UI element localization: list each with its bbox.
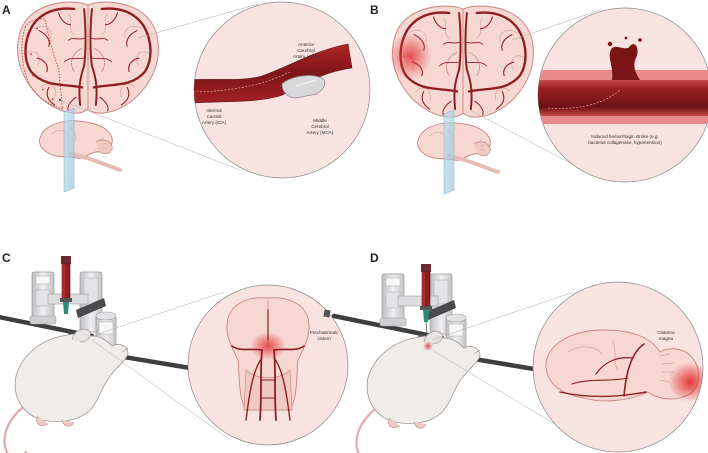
sagittal-brain-zoom-d — [545, 329, 703, 402]
svg-text:Induced hemorrhagic stroke (e.: Induced hemorrhagic stroke (e.g. — [591, 134, 658, 139]
vessel-occlusion-illustration — [194, 43, 353, 105]
zoom-line-bottom-a — [59, 99, 241, 171]
svg-text:Artery (ICA): Artery (ICA) — [202, 120, 227, 125]
panel-c: C Prechiasmatic cistern — [0, 251, 349, 453]
svg-text:Prechiasmatic: Prechiasmatic — [310, 330, 340, 335]
coronal-brain-a — [16, 0, 160, 115]
svg-text:Middle: Middle — [313, 118, 327, 123]
svg-text:Cisterna: Cisterna — [657, 330, 675, 335]
panel-d: D Cisterna magna — [324, 251, 704, 453]
sagittal-brain-a — [37, 107, 122, 193]
panel-a: A Anterior Cerebral — [2, 0, 371, 193]
label-prechiasmatic-cistern: Prechiasmatic cistern — [310, 330, 340, 341]
label-ica: Internal Carotid Artery (ICA) — [202, 108, 227, 125]
svg-text:cistern: cistern — [317, 336, 331, 341]
caption-b: Induced hemorrhagic stroke (e.g. bacteri… — [588, 134, 662, 145]
rat-c — [3, 328, 130, 453]
panel-letter-b: B — [370, 3, 379, 17]
coronal-brain-b — [388, 4, 535, 119]
hemorrhage-glow-b — [388, 32, 432, 80]
panel-letter-d: D — [370, 251, 379, 265]
panel-letter-c: C — [2, 251, 11, 265]
svg-text:Artery (MCA): Artery (MCA) — [307, 130, 334, 135]
svg-text:magna: magna — [659, 336, 673, 341]
panel-letter-a: A — [2, 3, 11, 17]
svg-text:Carotid: Carotid — [207, 114, 222, 119]
label-mca: Middle Cerebral Artery (MCA) — [307, 118, 334, 135]
svg-text:Anterior: Anterior — [298, 42, 315, 47]
ventral-brain-illustration — [226, 297, 310, 421]
zoom-line-top-a — [137, 3, 259, 39]
vessel-rupture-illustration — [538, 36, 708, 124]
svg-text:Cerebral: Cerebral — [311, 124, 329, 129]
svg-text:Cerebral: Cerebral — [297, 48, 315, 53]
label-aca: Anterior Cerebral Artery (ACA) — [293, 42, 320, 59]
svg-text:bacterial collagenase, hyperte: bacterial collagenase, hypertension) — [588, 140, 662, 145]
sagittal-brain-b — [415, 109, 500, 195]
rat-d — [355, 330, 482, 453]
svg-text:Internal: Internal — [206, 108, 221, 113]
panel-b: B Induced hemorrhagic stroke (e.g. bacte… — [370, 3, 708, 195]
coronal-plane-glass — [63, 107, 75, 193]
syringe-c — [59, 255, 73, 315]
bleed-eruption — [609, 44, 640, 80]
svg-text:Artery (ACA): Artery (ACA) — [293, 54, 320, 59]
injection-site-d — [423, 341, 433, 351]
label-cisterna-magna: Cisterna magna — [657, 330, 675, 341]
